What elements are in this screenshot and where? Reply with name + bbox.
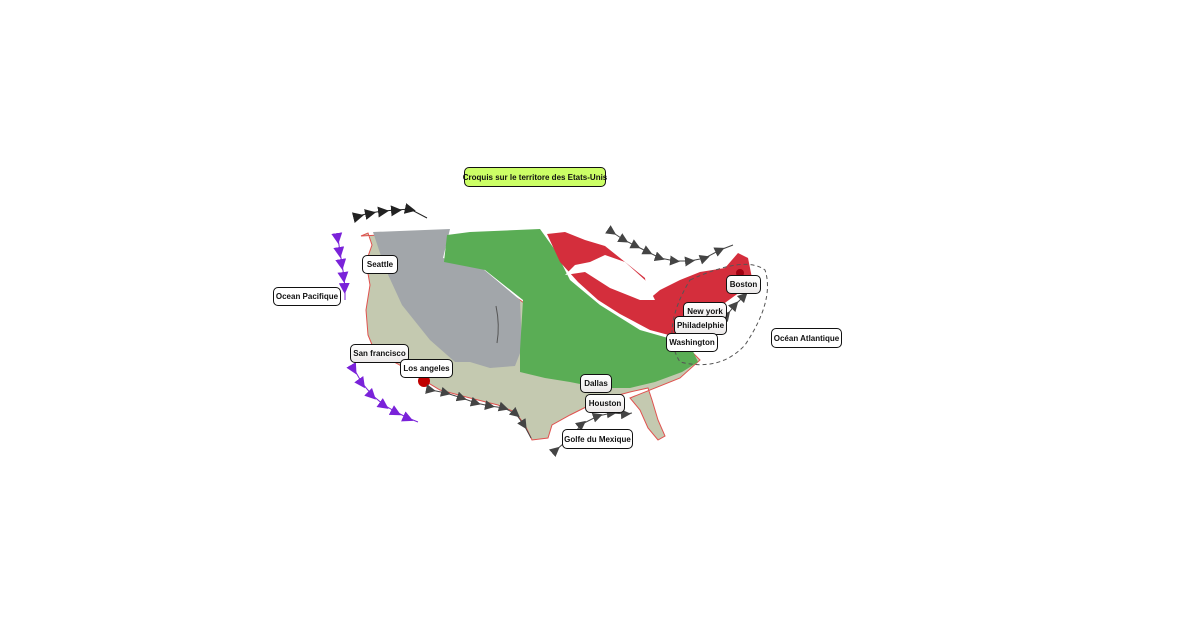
agricultural-zone xyxy=(444,229,698,388)
label-los-angeles: Los angeles xyxy=(400,359,453,378)
label-san-francisco: San francisco xyxy=(350,344,409,363)
label-dallas: Dallas xyxy=(580,374,612,393)
label-boston: Boston xyxy=(726,275,761,294)
label-seattle: Seattle xyxy=(362,255,398,274)
label-ocean-pacifique: Ocean Pacifique xyxy=(273,287,341,306)
los-angeles-dot xyxy=(418,375,430,387)
great-lakes xyxy=(565,255,655,300)
map-title: Croquis sur le territore des Etats-Unis xyxy=(463,167,607,187)
pacific-front-north xyxy=(331,232,350,300)
great-lakes-front xyxy=(605,225,734,267)
interior-west-zone xyxy=(373,229,522,368)
label-golfe-du-mexique: Golfe du Mexique xyxy=(562,429,633,449)
label-washington: Washington xyxy=(666,333,718,352)
river-line xyxy=(495,305,499,344)
northern-front xyxy=(351,203,428,224)
pacific-front-south xyxy=(346,362,419,423)
label-houston: Houston xyxy=(585,394,625,413)
mexico-border-front xyxy=(425,384,532,439)
label-ocean-atlantique: Océan Atlantique xyxy=(771,328,842,348)
